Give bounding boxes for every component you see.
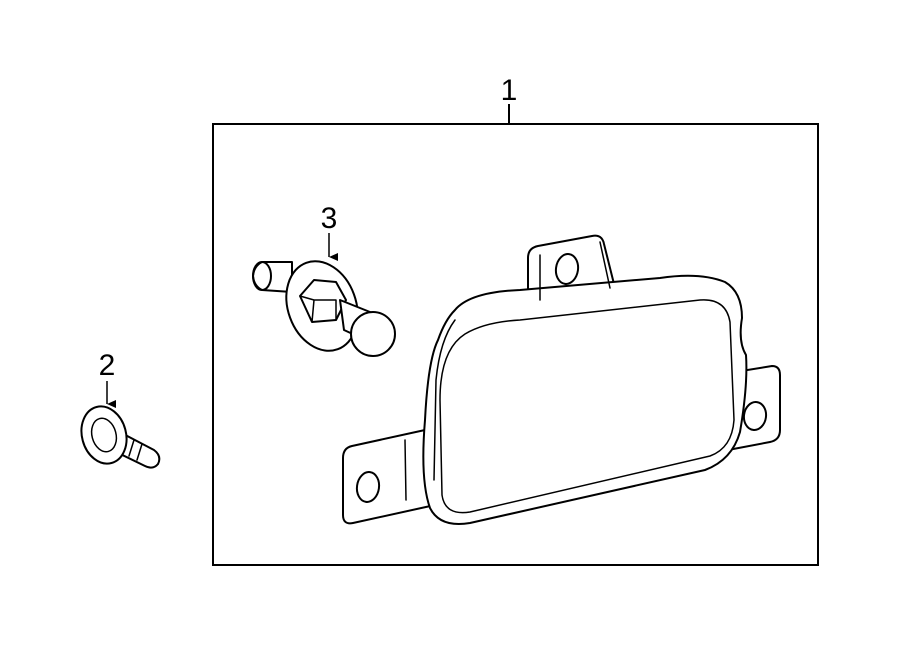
callout-2-label: 2 [99,349,116,382]
fog-lamp-housing [342,234,781,525]
assembly-frame [212,104,819,566]
callout-3-label: 3 [321,202,338,235]
callout-1-label: 1 [501,74,518,107]
screw-with-washer [80,405,161,469]
bulb-socket [252,260,396,357]
